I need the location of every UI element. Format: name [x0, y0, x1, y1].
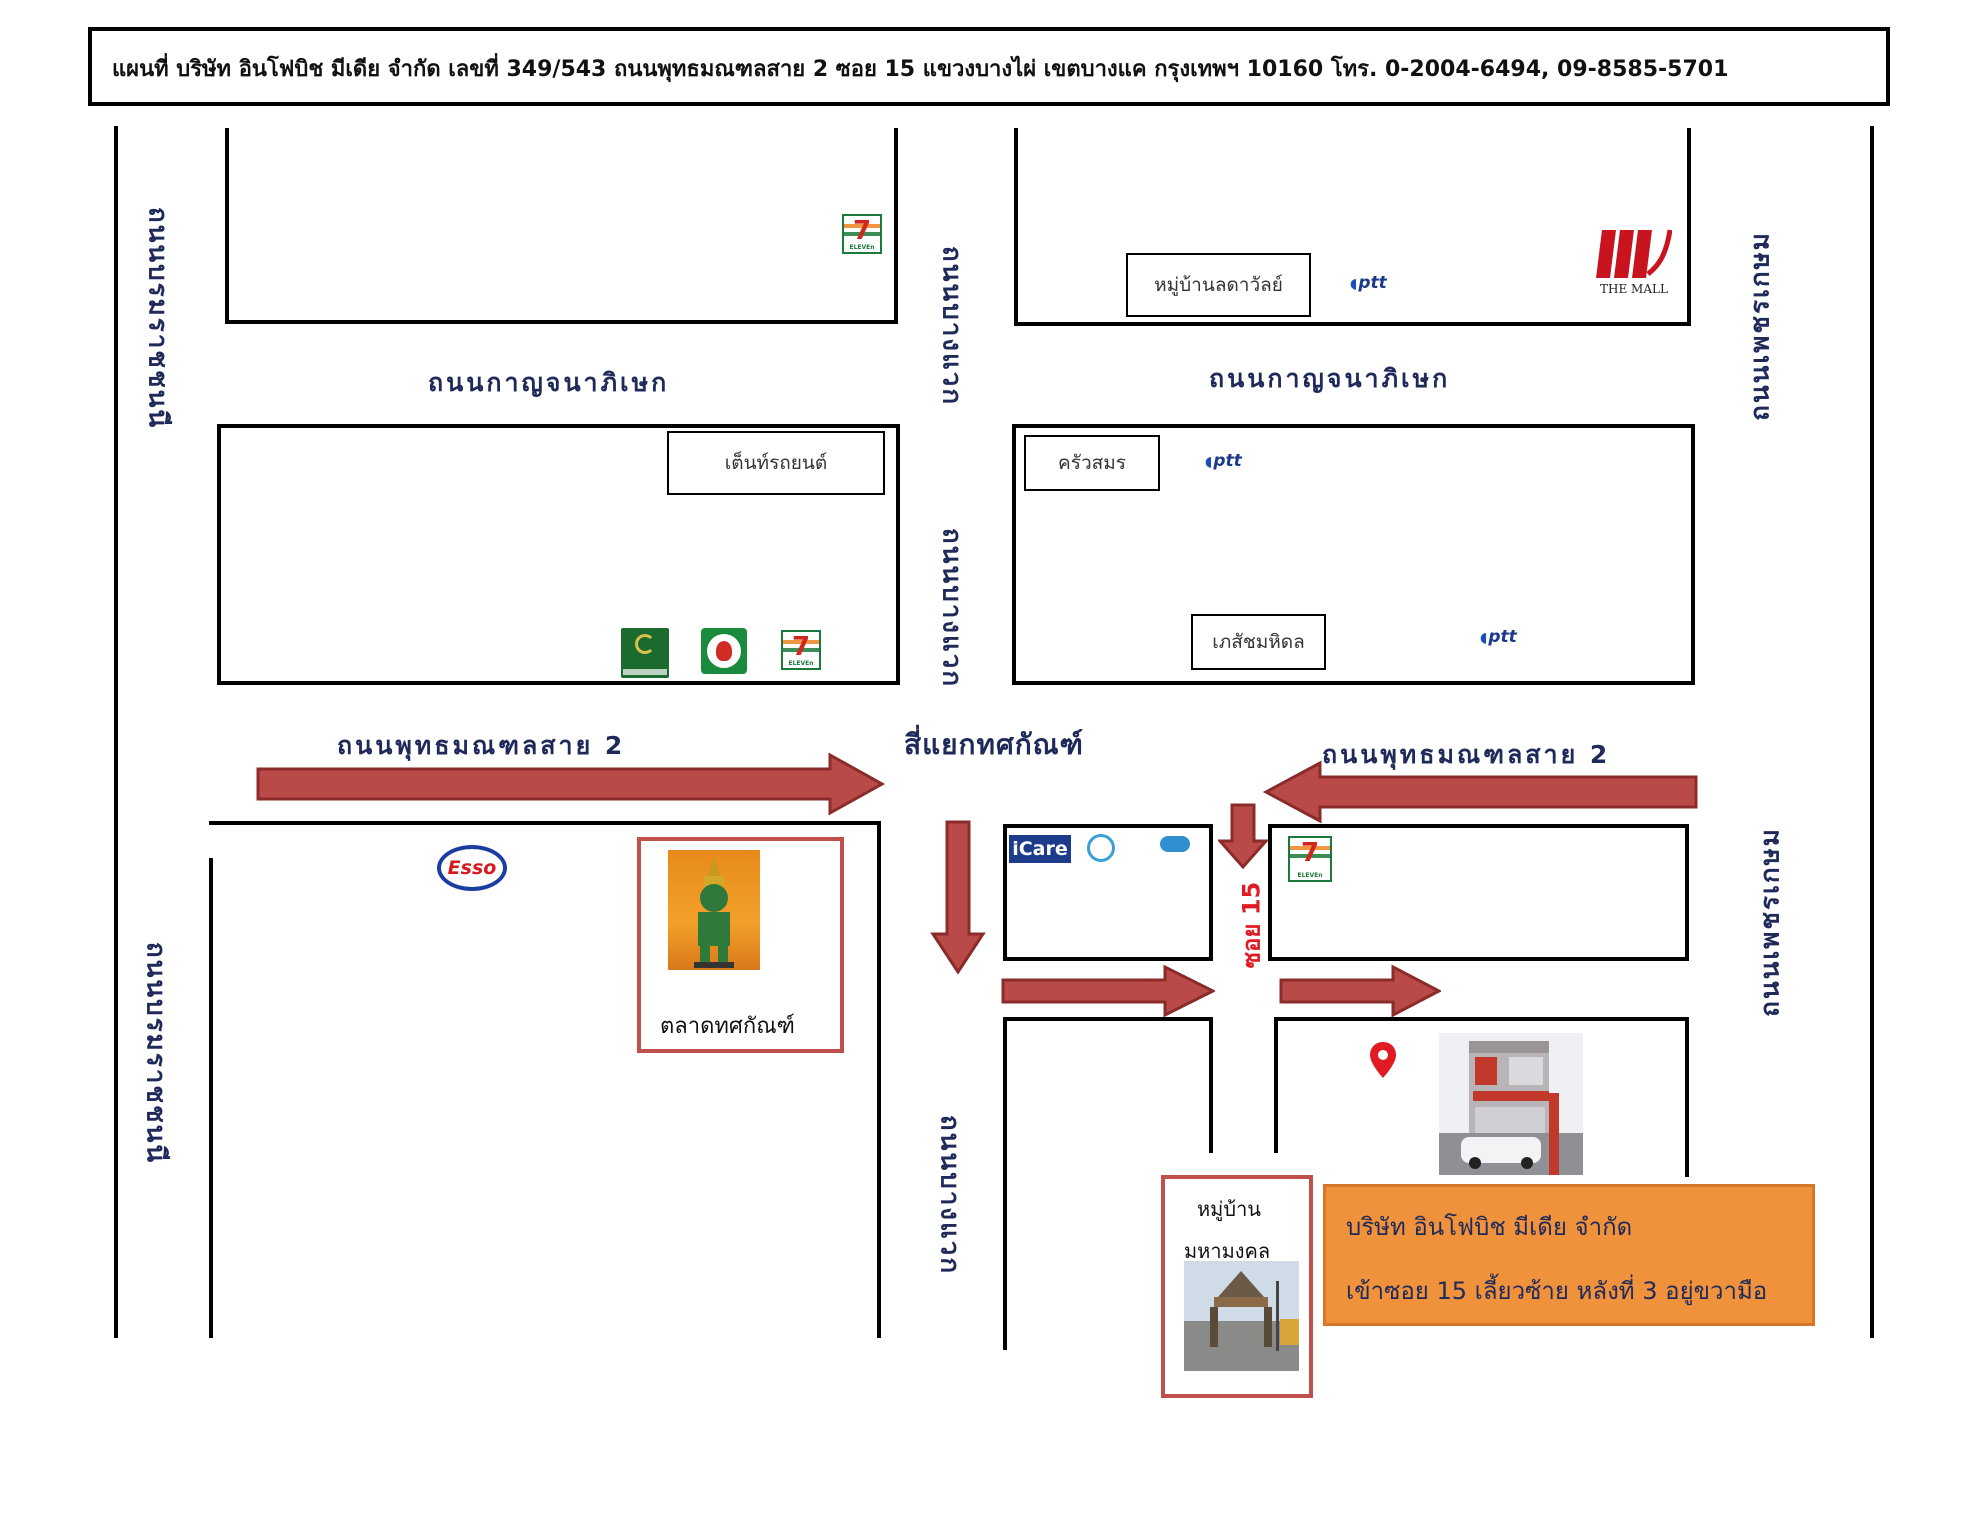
- road-line-bottom-left-right: [877, 821, 881, 1338]
- village-mahamongkol-label-line1: หมู่บ้าน: [1197, 1197, 1261, 1221]
- road-label-boromratchachonnani-top: ถนนบรมราชชนนี: [142, 206, 173, 430]
- company-building-photo: [1439, 1033, 1583, 1175]
- header-text: แผนที่ บริษัท อินโฟบิช มีเดีย จำกัด เลขท…: [112, 57, 1729, 82]
- road-label-bangwaek-bottom: ถนนบางแวก: [934, 1114, 965, 1276]
- the-mall-logo: THE MALL: [1596, 226, 1673, 298]
- road-label-petchkasem-bottom: ถนนเพชรเกษม: [1755, 827, 1786, 1017]
- destination-directions: เข้าซอย 15 เลี้ยวซ้าย หลังที่ 3 อยู่ขวาม…: [1346, 1277, 1768, 1305]
- direction-arrow-east-to-soi: [1001, 964, 1215, 1018]
- road-label-boromratchachonnani-bottom: ถนนบรมราชชนนี: [140, 941, 171, 1165]
- destination-company-name: บริษัท อินโฟบิช มีเดีย จำกัด: [1346, 1213, 1633, 1241]
- road-line-bottom-left-inner: [209, 858, 213, 1338]
- kasikorn-bank-logo: [701, 628, 747, 674]
- clinic-logo: [1160, 836, 1190, 852]
- esso-logo: Esso: [437, 845, 507, 891]
- road-line-lower-right-left: [1274, 1017, 1278, 1153]
- ptt-logo: ptt: [1350, 273, 1386, 293]
- direction-arrow-west: [1262, 760, 1698, 824]
- seven-eleven-logo: 7 ELEVEn: [781, 630, 821, 670]
- islamic-bank-logo: [621, 628, 669, 678]
- block-seven-eleven-right: [1268, 824, 1689, 961]
- esso-text: Esso: [447, 857, 497, 879]
- road-line-lower-mid-top: [1003, 1017, 1213, 1021]
- village-ladawan-label: หมู่บ้านลดาวัลย์: [1126, 253, 1311, 317]
- village-mahamongkol-label-line2: มหามงคล: [1184, 1239, 1271, 1263]
- road-line-lower-mid-right: [1209, 1017, 1213, 1153]
- icare-text: iCare: [1012, 838, 1068, 860]
- direction-arrow-east-in-soi: [1279, 964, 1441, 1018]
- road-label-phutthamonthon-right: ถนนพุทธมณฑลสาย 2: [1322, 740, 1611, 769]
- road-line-lower-right-right: [1685, 1017, 1689, 1177]
- block-tr-right: [1687, 128, 1691, 326]
- block-tl-left: [225, 128, 229, 323]
- road-label-petchkasem-top: ถนนเพชรเกษม: [1745, 231, 1776, 421]
- road-label-kanchanaphisek-left: ถนนกาญจนาภิเษก: [428, 368, 670, 397]
- road-label-kanchanaphisek-right: ถนนกาญจนาภิเษก: [1209, 364, 1451, 393]
- intersection-label: สี่แยกทศกัณฑ์: [904, 728, 1084, 761]
- bank-logo: [1087, 834, 1115, 862]
- destination-box: บริษัท อินโฟบิช มีเดีย จำกัด เข้าซอย 15 …: [1323, 1184, 1815, 1326]
- block-tr-left: [1014, 128, 1018, 326]
- village-mahamongkol-photo: [1184, 1261, 1299, 1371]
- block-tl-bottom: [225, 320, 898, 324]
- road-line-bottom-left-top: [209, 821, 881, 825]
- the-mall-text: THE MALL: [1600, 282, 1668, 296]
- road-label-phutthamonthon-left: ถนนพุทธมณฑลสาย 2: [337, 731, 626, 760]
- direction-arrow-south-bangwaek: [930, 820, 986, 974]
- icare-logo: iCare: [1009, 835, 1071, 863]
- block-tl-right: [894, 128, 898, 323]
- block-tr-bottom: [1014, 322, 1691, 326]
- road-line-right-outer: [1870, 126, 1874, 1338]
- road-line-left-outer: [114, 126, 118, 1338]
- thotsakan-statue-image: [668, 850, 760, 970]
- road-label-bangwaek-top: ถนนบางแวก: [936, 245, 967, 407]
- ptt-logo: ptt: [1205, 451, 1241, 471]
- market-label: ตลาดทศกัณฑ์: [660, 1014, 795, 1039]
- road-label-bangwaek-mid: ถนนบางแวก: [936, 527, 967, 689]
- location-pin-icon: [1370, 1042, 1396, 1078]
- road-line-lower-mid-left: [1003, 1017, 1007, 1350]
- krua-samorn-label: ครัวสมร: [1024, 435, 1160, 491]
- direction-arrow-south-soi15: [1218, 803, 1268, 869]
- soi-15-label: ซอย 15: [1237, 881, 1266, 969]
- header-box: แผนที่ บริษัท อินโฟบิช มีเดีย จำกัด เลขท…: [88, 27, 1890, 106]
- pharmacy-label: เภสัชมหิดล: [1191, 614, 1326, 670]
- ptt-logo: ptt: [1480, 627, 1516, 647]
- seven-eleven-logo: 7 ELEVEn: [1288, 836, 1332, 882]
- direction-arrow-east: [256, 752, 886, 816]
- road-line-lower-right-top: [1274, 1017, 1689, 1021]
- seven-eleven-logo: 7 ELEVEn: [842, 214, 882, 254]
- car-tent-label: เต็นท์รถยนต์: [667, 431, 885, 495]
